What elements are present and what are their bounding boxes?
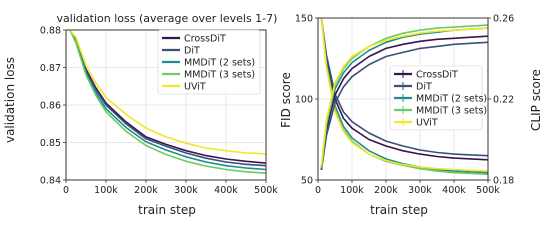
y-tick-label: 0.85 (40, 138, 61, 149)
left-y-axis-label: validation loss (3, 57, 17, 143)
x-tick-label: 200k (374, 185, 398, 196)
legend-label-mmdit-3-sets: MMDiT (3 sets) (416, 106, 487, 117)
x-tick-label: 500k (476, 185, 500, 196)
x-tick-label: 200k (134, 185, 158, 196)
left-chart: validation loss (average over levels 1-7… (3, 12, 278, 217)
x-tick-label: 300k (174, 185, 198, 196)
right-plot-frame (317, 17, 489, 181)
legend-label-uvit: UViT (416, 118, 438, 129)
series-line-crossdit-clip (320, 35, 489, 170)
series-line-crossdit-fid (320, 17, 489, 161)
right-x-axis-label: train step (370, 203, 428, 217)
right-y-axis-label: FID score (279, 72, 293, 128)
x-tick-label: 0 (63, 185, 69, 196)
x-tick-label: 300k (408, 185, 432, 196)
y-tick-label: 0.88 (40, 26, 61, 37)
right-chart: train step FID score CLIP score 0 100k 200… (279, 14, 543, 218)
right-y2-axis-label: CLIP score (529, 69, 543, 131)
legend-box (157, 29, 261, 95)
series-line-uvit (69, 29, 267, 155)
y2-tick-label: 0.26 (493, 14, 514, 25)
x-tick-label: 500k (254, 185, 278, 196)
left-x-axis-label: train step (138, 203, 196, 217)
legend-label-crossdit: CrossDiT (416, 70, 458, 81)
x-tick-label: 100k (94, 185, 118, 196)
legend-label-mmdit-2-sets: MMDiT (2 sets) (416, 94, 487, 105)
x-tick-label: 100k (340, 185, 364, 196)
x-tick-label: 400k (214, 185, 238, 196)
y2-tick-label: 0.22 (493, 95, 514, 106)
y2-tick-label: 0.18 (493, 176, 514, 187)
legend-label-crossdit: CrossDiT (184, 34, 226, 45)
x-tick-label: 400k (442, 185, 466, 196)
legend-label-mmdit-2-sets: MMDiT (2 sets) (184, 58, 255, 69)
y-tick-label: 0.87 (40, 63, 61, 74)
legend-label-mmdit-3-sets: MMDiT (3 sets) (184, 70, 255, 81)
y-tick-label: 150 (295, 14, 313, 25)
left-chart-title: validation loss (average over levels 1-7… (57, 12, 278, 25)
series-line-mmdit-3-sets (69, 29, 267, 174)
legend-box (389, 65, 483, 131)
series-line-uvit-clip (320, 27, 489, 166)
figure: validation loss (average over levels 1-7… (3, 12, 543, 218)
series-line-dit-clip (320, 41, 489, 171)
legend-label-dit: DiT (184, 46, 200, 57)
legend-label-dit: DiT (416, 82, 432, 93)
y-tick-label: 0.86 (40, 101, 61, 112)
y-tick-label: 50 (301, 176, 313, 187)
y-tick-label: 100 (295, 95, 313, 106)
x-tick-label: 0 (315, 185, 321, 196)
y-tick-label: 0.84 (40, 176, 61, 187)
series-line-uvit-fid (320, 17, 489, 172)
legend-label-uvit: UViT (184, 82, 206, 93)
